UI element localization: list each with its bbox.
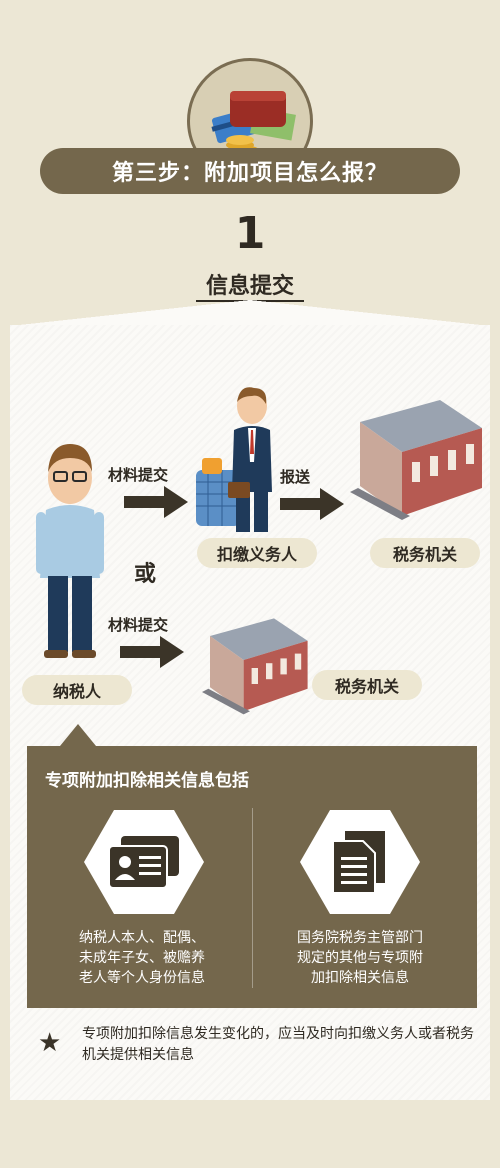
or-label: 或: [134, 562, 157, 587]
step-title-text: 第三步：附加项目怎么报？: [111, 161, 388, 186]
arrow-right-icon: [280, 488, 344, 520]
arrow-right-icon: [120, 636, 184, 668]
wallet-icon: [211, 91, 296, 156]
tax-building-icon: [350, 400, 482, 520]
info-title: 专项附加扣除相关信息包括: [45, 771, 249, 791]
section-title: 信息提交: [205, 274, 294, 299]
id-card-icon: [108, 836, 179, 889]
info-text-other: 国务院税务主管部门 规定的其他与专项附 加扣除相关信息: [297, 930, 423, 986]
step-number: 1: [234, 208, 266, 259]
tax-building-icon: [202, 618, 308, 715]
arrow-right-icon: [124, 486, 188, 518]
star-icon: ★: [38, 1028, 62, 1058]
taxpayer-label: 纳税人: [22, 675, 132, 705]
arrow-label-report: 报送: [280, 468, 311, 486]
withholding-agent-label: 扣缴义务人: [197, 538, 317, 568]
document-icon: [332, 831, 385, 894]
step-title-bar: 第三步：附加项目怎么报？: [40, 148, 460, 194]
arrow-label-submit-2: 材料提交: [108, 616, 169, 634]
tax-authority-label-2: 税务机关: [312, 670, 422, 700]
info-text-identity: 纳税人本人、配偶、 未成年子女、被赡养 老人等个人身份信息: [79, 930, 205, 986]
change-note: 专项附加扣除信息发生变化的，应当及时向扣缴义务人或者税务机关提供相关信息: [82, 1026, 474, 1063]
taxpayer-figure: [36, 444, 104, 658]
panel-roof: [10, 300, 490, 326]
arrow-label-submit-1: 材料提交: [108, 466, 169, 484]
withholding-agent-figure: [196, 387, 272, 532]
tax-authority-label-1: 税务机关: [370, 538, 480, 568]
info-pointer: [60, 724, 96, 746]
info-divider: [252, 808, 253, 988]
